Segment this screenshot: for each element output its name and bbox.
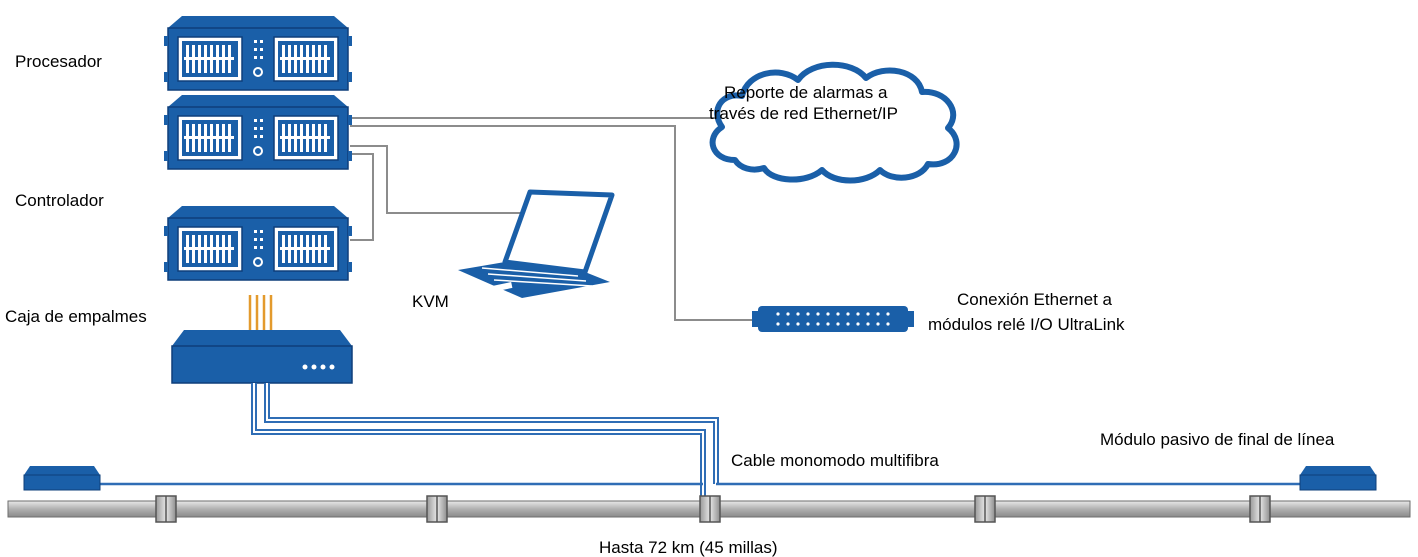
label-procesador: Procesador (15, 52, 102, 71)
pipe-collar (426, 495, 448, 523)
relay-led (816, 322, 820, 326)
pipe-collar (155, 495, 177, 523)
processor-device (164, 16, 352, 169)
relay-led (856, 322, 860, 326)
relay-led (786, 322, 790, 326)
fiber-ribbon (248, 295, 273, 330)
label-ethernet-line1: Conexión Ethernet a (957, 290, 1113, 309)
relay-led (776, 312, 780, 316)
pipe-collar (699, 495, 721, 523)
relay-led (886, 322, 890, 326)
multifibre-cable (100, 383, 1300, 500)
wire-to-controller (350, 153, 374, 241)
relay-led (876, 322, 880, 326)
relay-led (776, 322, 780, 326)
relay-led (836, 322, 840, 326)
relay-led (856, 312, 860, 316)
ultralink-relay-module (752, 306, 914, 332)
end-module-left (23, 466, 101, 491)
label-kvm: KVM (412, 292, 449, 311)
label-caja-empalmes: Caja de empalmes (5, 307, 147, 326)
relay-led (826, 322, 830, 326)
pipe-collar (974, 495, 996, 523)
controller-device (164, 206, 352, 280)
end-module-right (1299, 466, 1377, 491)
relay-led (806, 322, 810, 326)
relay-led (826, 312, 830, 316)
label-modulo-pasivo: Módulo pasivo de final de línea (1100, 430, 1335, 449)
label-alarm-line1: Reporte de alarmas a (724, 83, 888, 102)
label-controlador: Controlador (15, 191, 104, 210)
wire-to-relay-module (350, 125, 760, 321)
label-hasta: Hasta 72 km (45 millas) (599, 538, 778, 557)
relay-led (796, 322, 800, 326)
relay-led (806, 312, 810, 316)
label-cable: Cable monomodo multifibra (731, 451, 939, 470)
splice-box (171, 330, 353, 384)
pipeline (7, 495, 1411, 523)
cloud-icon (709, 61, 960, 184)
label-alarm-line2: través de red Ethernet/IP (709, 104, 898, 123)
pipe-collar (1249, 495, 1271, 523)
relay-led (786, 312, 790, 316)
relay-led (876, 312, 880, 316)
label-ethernet-line2: módulos relé I/O UltraLink (928, 315, 1125, 334)
relay-led (866, 322, 870, 326)
ethernet-wires (350, 117, 760, 321)
relay-led (816, 312, 820, 316)
relay-led (866, 312, 870, 316)
relay-led (796, 312, 800, 316)
relay-led (886, 312, 890, 316)
relay-led (836, 312, 840, 316)
relay-led (846, 322, 850, 326)
relay-led (846, 312, 850, 316)
laptop-icon (458, 189, 615, 298)
wire-to-laptop (350, 145, 525, 214)
